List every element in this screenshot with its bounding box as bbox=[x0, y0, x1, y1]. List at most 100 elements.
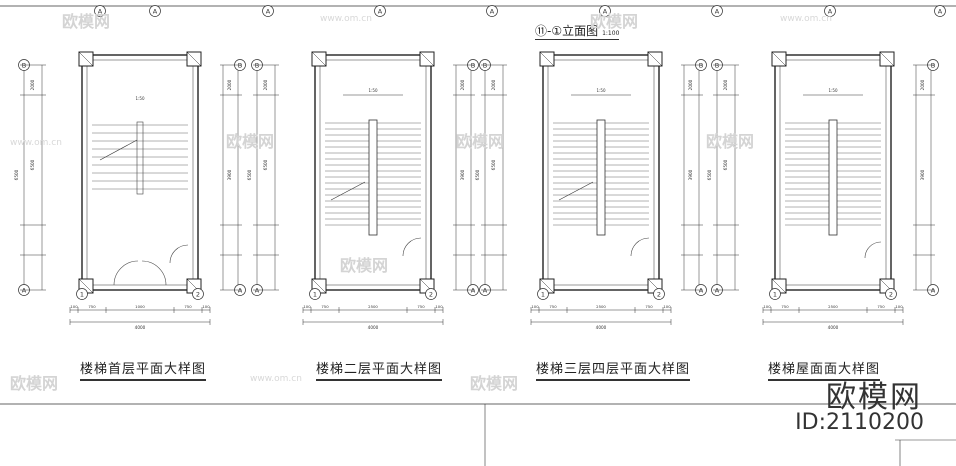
plan-2-break-line bbox=[330, 181, 366, 201]
plan-2-dim-1: 750 bbox=[321, 304, 329, 309]
plan-2-dim-2: 2500 bbox=[368, 304, 378, 309]
plan-3-grid-1-text: 1 bbox=[541, 290, 545, 298]
plan-1-column-hatch-2 bbox=[78, 278, 94, 294]
plan-3-break-line bbox=[558, 181, 594, 201]
plan-1-dim-l3: 6500 bbox=[14, 169, 19, 180]
plan-1-dim-4: 100 bbox=[202, 304, 210, 309]
plan-3-grid-right-b-text: B bbox=[699, 61, 703, 69]
plan-2-grid-1-text: 1 bbox=[313, 290, 317, 298]
plan-1-dim-r2: 3900 bbox=[227, 169, 232, 180]
watermark-id: ID:2110200 bbox=[795, 410, 924, 435]
plan-3-total-dim: 4000 bbox=[596, 325, 607, 330]
plan-4-dim-3: 750 bbox=[877, 304, 885, 309]
plan-2-grid-2 bbox=[425, 288, 437, 300]
plan-2-grid-2-text: 2 bbox=[429, 290, 433, 298]
plan-3-column-hatch-1 bbox=[647, 51, 663, 67]
plan-2-grid-left-a-text: A bbox=[255, 286, 260, 294]
watermark-mid-2: 欧模网 bbox=[456, 132, 505, 151]
plan-2-dim-r1: 2000 bbox=[460, 79, 465, 90]
plan-3-dim-l2: 6500 bbox=[491, 159, 496, 170]
plan-2-door-arc bbox=[402, 237, 422, 257]
plan-4-grid-2-text: 2 bbox=[889, 290, 893, 298]
plan-3-grid-1 bbox=[537, 288, 549, 300]
plan-1-grid-right-a-text: A bbox=[238, 286, 243, 294]
plan-title-2: 楼梯二层平面大样图 bbox=[316, 358, 443, 381]
plan-3-column-hatch-0 bbox=[539, 51, 555, 67]
plan-1-column-hatch-0 bbox=[78, 51, 94, 67]
plan-4-total-dim: 4000 bbox=[828, 325, 839, 330]
plan-1-dim-2: 1000 bbox=[135, 304, 145, 309]
plan-4-grid-right-b-text: B bbox=[931, 61, 935, 69]
plan-1-side-door-arc bbox=[169, 244, 189, 264]
plan-1-grid-left-a-text: A bbox=[22, 286, 27, 294]
plan-3-handrail bbox=[596, 119, 606, 236]
plan-1-door-arc-right bbox=[141, 260, 167, 286]
watermark-brand: 欧模网 bbox=[826, 380, 922, 415]
watermark-mid-1: 欧模网 bbox=[226, 132, 275, 151]
plan-1-handrail bbox=[136, 121, 144, 195]
top-axis-bubble-4-text: A bbox=[490, 7, 495, 15]
plan-4-grid-left-a-text: A bbox=[715, 286, 720, 294]
watermark-url-2: www.om.cn bbox=[780, 14, 832, 24]
watermark-url-1: www.om.cn bbox=[320, 14, 372, 24]
plan-4-grid-2 bbox=[885, 288, 897, 300]
plan-1-grid-1-text: 1 bbox=[80, 290, 84, 298]
plan-2-grid-right-b-text: B bbox=[471, 61, 475, 69]
plan-3-dim-l1: 2000 bbox=[491, 79, 496, 90]
top-axis-bubble-0 bbox=[94, 5, 106, 17]
plan-4-dim-r1: 2000 bbox=[920, 79, 925, 90]
plan-2-grid-1 bbox=[309, 288, 321, 300]
plan-1-total-dim: 4000 bbox=[135, 325, 146, 330]
plan-1-grid-1 bbox=[76, 288, 88, 300]
plan-4-grid-left-b-text: B bbox=[715, 61, 719, 69]
plan-2-dim-3: 750 bbox=[417, 304, 425, 309]
plan-3-wall-inner bbox=[547, 59, 655, 286]
sheet-title-text: ⑪-①立面图 bbox=[535, 24, 599, 38]
plan-4-dim-2: 2500 bbox=[828, 304, 838, 309]
plan-4-dim-1: 750 bbox=[781, 304, 789, 309]
plan-4-dim-0: 100 bbox=[763, 304, 771, 309]
plan-3-grid-2 bbox=[653, 288, 665, 300]
watermark-top-2: 欧模网 bbox=[590, 12, 639, 31]
plan-4-note: 1:50 bbox=[829, 88, 838, 93]
plan-title-4: 楼梯屋面面大样图 bbox=[768, 358, 881, 381]
plan-4-dim-r2: 3900 bbox=[920, 169, 925, 180]
plan-4-handrail bbox=[828, 119, 838, 236]
plan-3-dim-2: 2500 bbox=[596, 304, 606, 309]
plan-2-handrail bbox=[368, 119, 378, 236]
top-axis-bubble-7-text: A bbox=[828, 7, 833, 15]
plan-4-column-hatch-2 bbox=[771, 278, 787, 294]
top-axis-bubble-3-text: A bbox=[378, 7, 383, 15]
plan-3-grid-left-a-text: A bbox=[483, 286, 488, 294]
plan-4-dim-l2: 6500 bbox=[723, 159, 728, 170]
sheet-scale: 1:100 bbox=[602, 30, 620, 37]
plan-2-dim-l2: 6500 bbox=[263, 159, 268, 170]
plan-3-dim-3: 750 bbox=[645, 304, 653, 309]
plan-2-note: 1:50 bbox=[369, 88, 378, 93]
plan-4-grid-1 bbox=[769, 288, 781, 300]
watermark-low-1: 欧模网 bbox=[340, 256, 389, 275]
watermark-mid-3: 欧模网 bbox=[706, 132, 755, 151]
plan-3-door-arc bbox=[630, 237, 650, 257]
top-axis-bubble-4 bbox=[486, 5, 498, 17]
plan-3-wall-outline bbox=[542, 54, 660, 291]
plan-4-column-hatch-0 bbox=[771, 51, 787, 67]
plan-2-column-hatch-1 bbox=[419, 51, 435, 67]
plan-2-wall-outline bbox=[314, 54, 432, 291]
plan-2-dim-r2: 3900 bbox=[460, 169, 465, 180]
top-axis-bubble-7 bbox=[824, 5, 836, 17]
plan-1-dim-l2: 6500 bbox=[30, 159, 35, 170]
top-axis-bubble-1-text: A bbox=[153, 7, 158, 15]
plan-1-door-arc-left bbox=[113, 260, 139, 286]
top-axis-bubble-0-text: A bbox=[98, 7, 103, 15]
plan-title-1: 楼梯首层平面大样图 bbox=[80, 358, 207, 381]
plan-3-dim-4: 100 bbox=[663, 304, 671, 309]
plan-2-column-hatch-0 bbox=[311, 51, 327, 67]
plan-1-note: 1:50 bbox=[136, 96, 145, 101]
plan-1-break-line bbox=[99, 139, 138, 161]
top-axis-bubble-5-text: A bbox=[603, 7, 608, 15]
plan-3-grid-left-b-text: B bbox=[483, 61, 487, 69]
plan-3-note: 1:50 bbox=[597, 88, 606, 93]
top-axis-bubble-2 bbox=[262, 5, 274, 17]
